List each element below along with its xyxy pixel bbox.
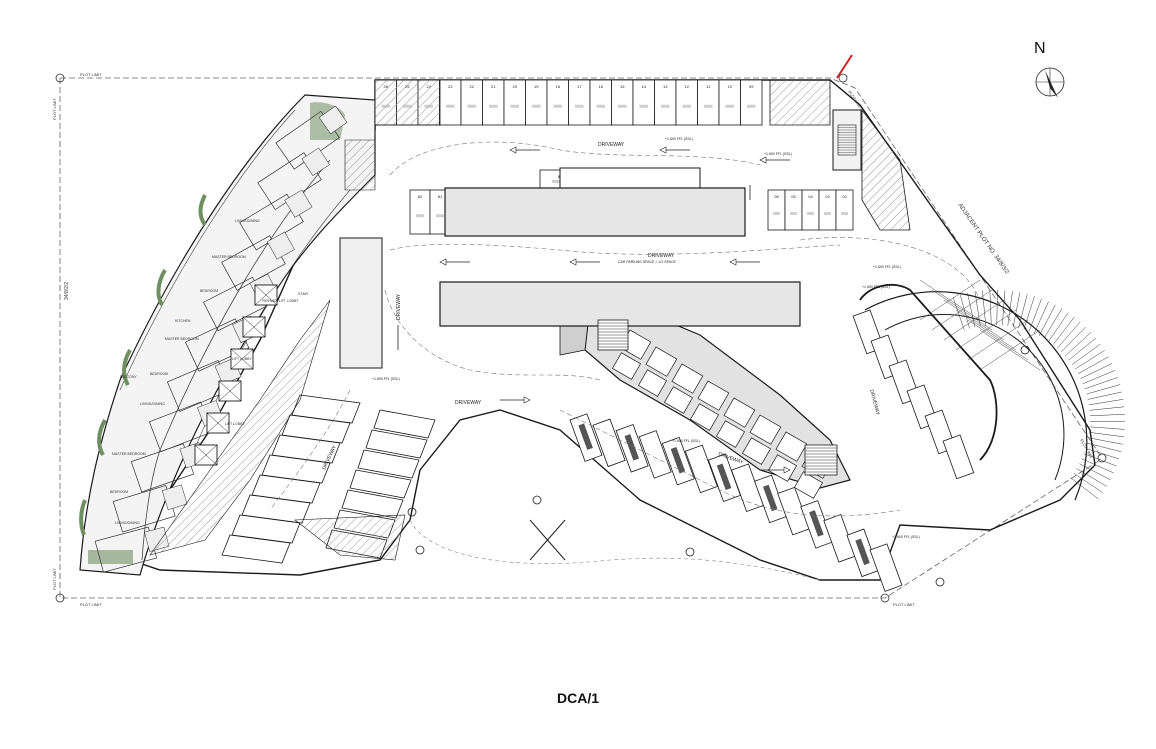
level-tag: +1.600 FFL (SSL) <box>665 137 693 141</box>
driveway-label-top: DRIVEWAY <box>598 142 625 148</box>
car-space-note: CAR PARKING SPACE = 1/2 SPACE <box>618 260 677 264</box>
parking-bay-top-number: 10 <box>728 84 733 89</box>
bay-marker <box>639 105 648 108</box>
arrow-head-icon <box>730 259 736 265</box>
room-label-living-3: LIVING/DINING <box>115 521 140 525</box>
parking-bay-top-number: 14 <box>642 84 647 89</box>
parking-bay-right-number: 06 <box>774 194 779 199</box>
parking-bay-top-number: 16 <box>599 84 604 89</box>
side-bay-block <box>340 238 382 368</box>
bay-marker <box>436 214 444 217</box>
bay-marker <box>510 105 519 108</box>
green-planter <box>200 195 205 225</box>
room-label-balcony: BALCONY <box>120 375 137 379</box>
plot-limit-label-left: PLOT LIMIT <box>52 98 57 120</box>
room-label-kitchen: KITCHEN <box>175 319 191 323</box>
room-label-master: MASTER BEDROOM <box>212 255 246 259</box>
arrow-head-icon <box>660 147 666 153</box>
north-arrow <box>1036 68 1064 98</box>
parking-island-middle <box>440 282 800 326</box>
driveway-label-lower: DRIVEWAY <box>455 400 482 406</box>
arrow-head-icon <box>510 147 516 153</box>
level-tag: +1.600 FFL (SSL) <box>873 265 901 269</box>
driveway-label-vertical: DRIVEWAY <box>396 293 402 320</box>
parking-bay-top-number: 18 <box>556 84 561 89</box>
level-tag: +1.600 FFL (SSL) <box>862 285 890 289</box>
parking-bay-ring <box>943 435 974 479</box>
bay-marker <box>773 212 780 215</box>
bay-marker <box>790 212 797 215</box>
parking-bay-lower-number: 81 <box>438 194 443 199</box>
room-label-bedroom-3: BEDROOM <box>110 490 128 494</box>
parking-bay-lower-number: 82 <box>418 194 423 199</box>
level-tag: +1.600 FFL (SSL) <box>372 377 400 381</box>
bay-marker <box>446 105 455 108</box>
plot-limit-label-bottom: PLOT LIMIT <box>80 602 102 607</box>
parking-bay-top-number: 19 <box>534 84 539 89</box>
room-label-fireman: FIREMAN LIFT LOBBY <box>262 299 299 303</box>
bay-marker <box>532 105 541 108</box>
north-pointer-icon <box>1045 70 1058 98</box>
bay-marker <box>416 214 424 217</box>
plot-limit-label-top: PLOT LIMIT <box>80 72 102 77</box>
room-label-stair: STAIR <box>298 292 309 296</box>
bay-marker <box>575 105 584 108</box>
arrow-head-icon <box>524 397 530 403</box>
north-label: N <box>1034 40 1046 58</box>
bay-marker <box>682 105 691 108</box>
bay-marker <box>553 105 562 108</box>
room-label-master-3: MASTER BEDROOM <box>112 452 146 456</box>
plot-limit-label-bottom-right: PLOT LIMIT <box>893 602 915 607</box>
plot-corner-marker <box>1098 454 1106 462</box>
bay-marker <box>824 212 831 215</box>
sheet-title: DCA/1 <box>0 690 1156 706</box>
adjacent-plot-label: ADJACENT PLOT NO. 34/8/3/2 <box>956 203 1010 276</box>
room-label-bedroom: BEDROOM <box>200 289 218 293</box>
plot-corner-marker <box>839 74 847 82</box>
bay-marker <box>704 105 713 108</box>
parking-bay-top-number: 21 <box>491 84 496 89</box>
parking-island <box>445 188 745 236</box>
room-label-living: LIVING/DINING <box>235 219 260 223</box>
plot-limit-label-left-bottom: PLOT LIMIT <box>52 568 57 590</box>
level-tag: +1.600 FFL (SSL) <box>764 152 792 156</box>
parking-bay-top-number: 09 <box>749 84 754 89</box>
bay-marker <box>725 105 734 108</box>
room-label-living-2: LIVING/DINING <box>140 402 165 406</box>
bay-marker <box>661 105 670 108</box>
parking-bay-top-number: 23 <box>448 84 453 89</box>
parking-bay-right-number: 02 <box>842 194 847 199</box>
green-planter <box>88 550 133 564</box>
bay-marker <box>841 212 848 215</box>
room-label-bedroom-2: BEDROOM <box>150 372 168 376</box>
parking-bay-top-number: 12 <box>685 84 690 89</box>
level-tag: +1.600 FFL (SSL) <box>672 439 700 443</box>
bay-marker <box>807 212 814 215</box>
level-tag: +1.600 FFL (SSL) <box>892 535 920 539</box>
parking-bay-top-number: 20 <box>513 84 518 89</box>
plot-number-left: 34/8/2/2 <box>64 282 70 300</box>
arrow-head-icon <box>570 259 576 265</box>
bay-marker <box>596 105 605 108</box>
parking-bay-right-number: 05 <box>791 194 796 199</box>
parking-bay-right-number: 03 <box>825 194 830 199</box>
parking-bay-top-number: 15 <box>620 84 625 89</box>
bay-marker <box>467 105 476 108</box>
turning-cross <box>530 520 565 560</box>
bay-marker <box>747 105 756 108</box>
parking-bay-top-number: 22 <box>470 84 475 89</box>
driveway-label-right: DRIVEWAY <box>868 389 881 416</box>
core-stair <box>805 445 837 475</box>
room-label-master-2: MASTER BEDROOM <box>165 337 199 341</box>
arrow-head-icon <box>440 259 446 265</box>
parking-bay-right-number: 04 <box>808 194 813 199</box>
arrow-head-icon <box>760 157 766 163</box>
parking-bay-top-number: 13 <box>663 84 668 89</box>
bay-marker <box>489 105 498 108</box>
bay-marker <box>618 105 627 108</box>
parking-bay-top-number: 17 <box>577 84 582 89</box>
room-label-lift-lobby-2: LIFT LOBBY <box>232 357 252 361</box>
